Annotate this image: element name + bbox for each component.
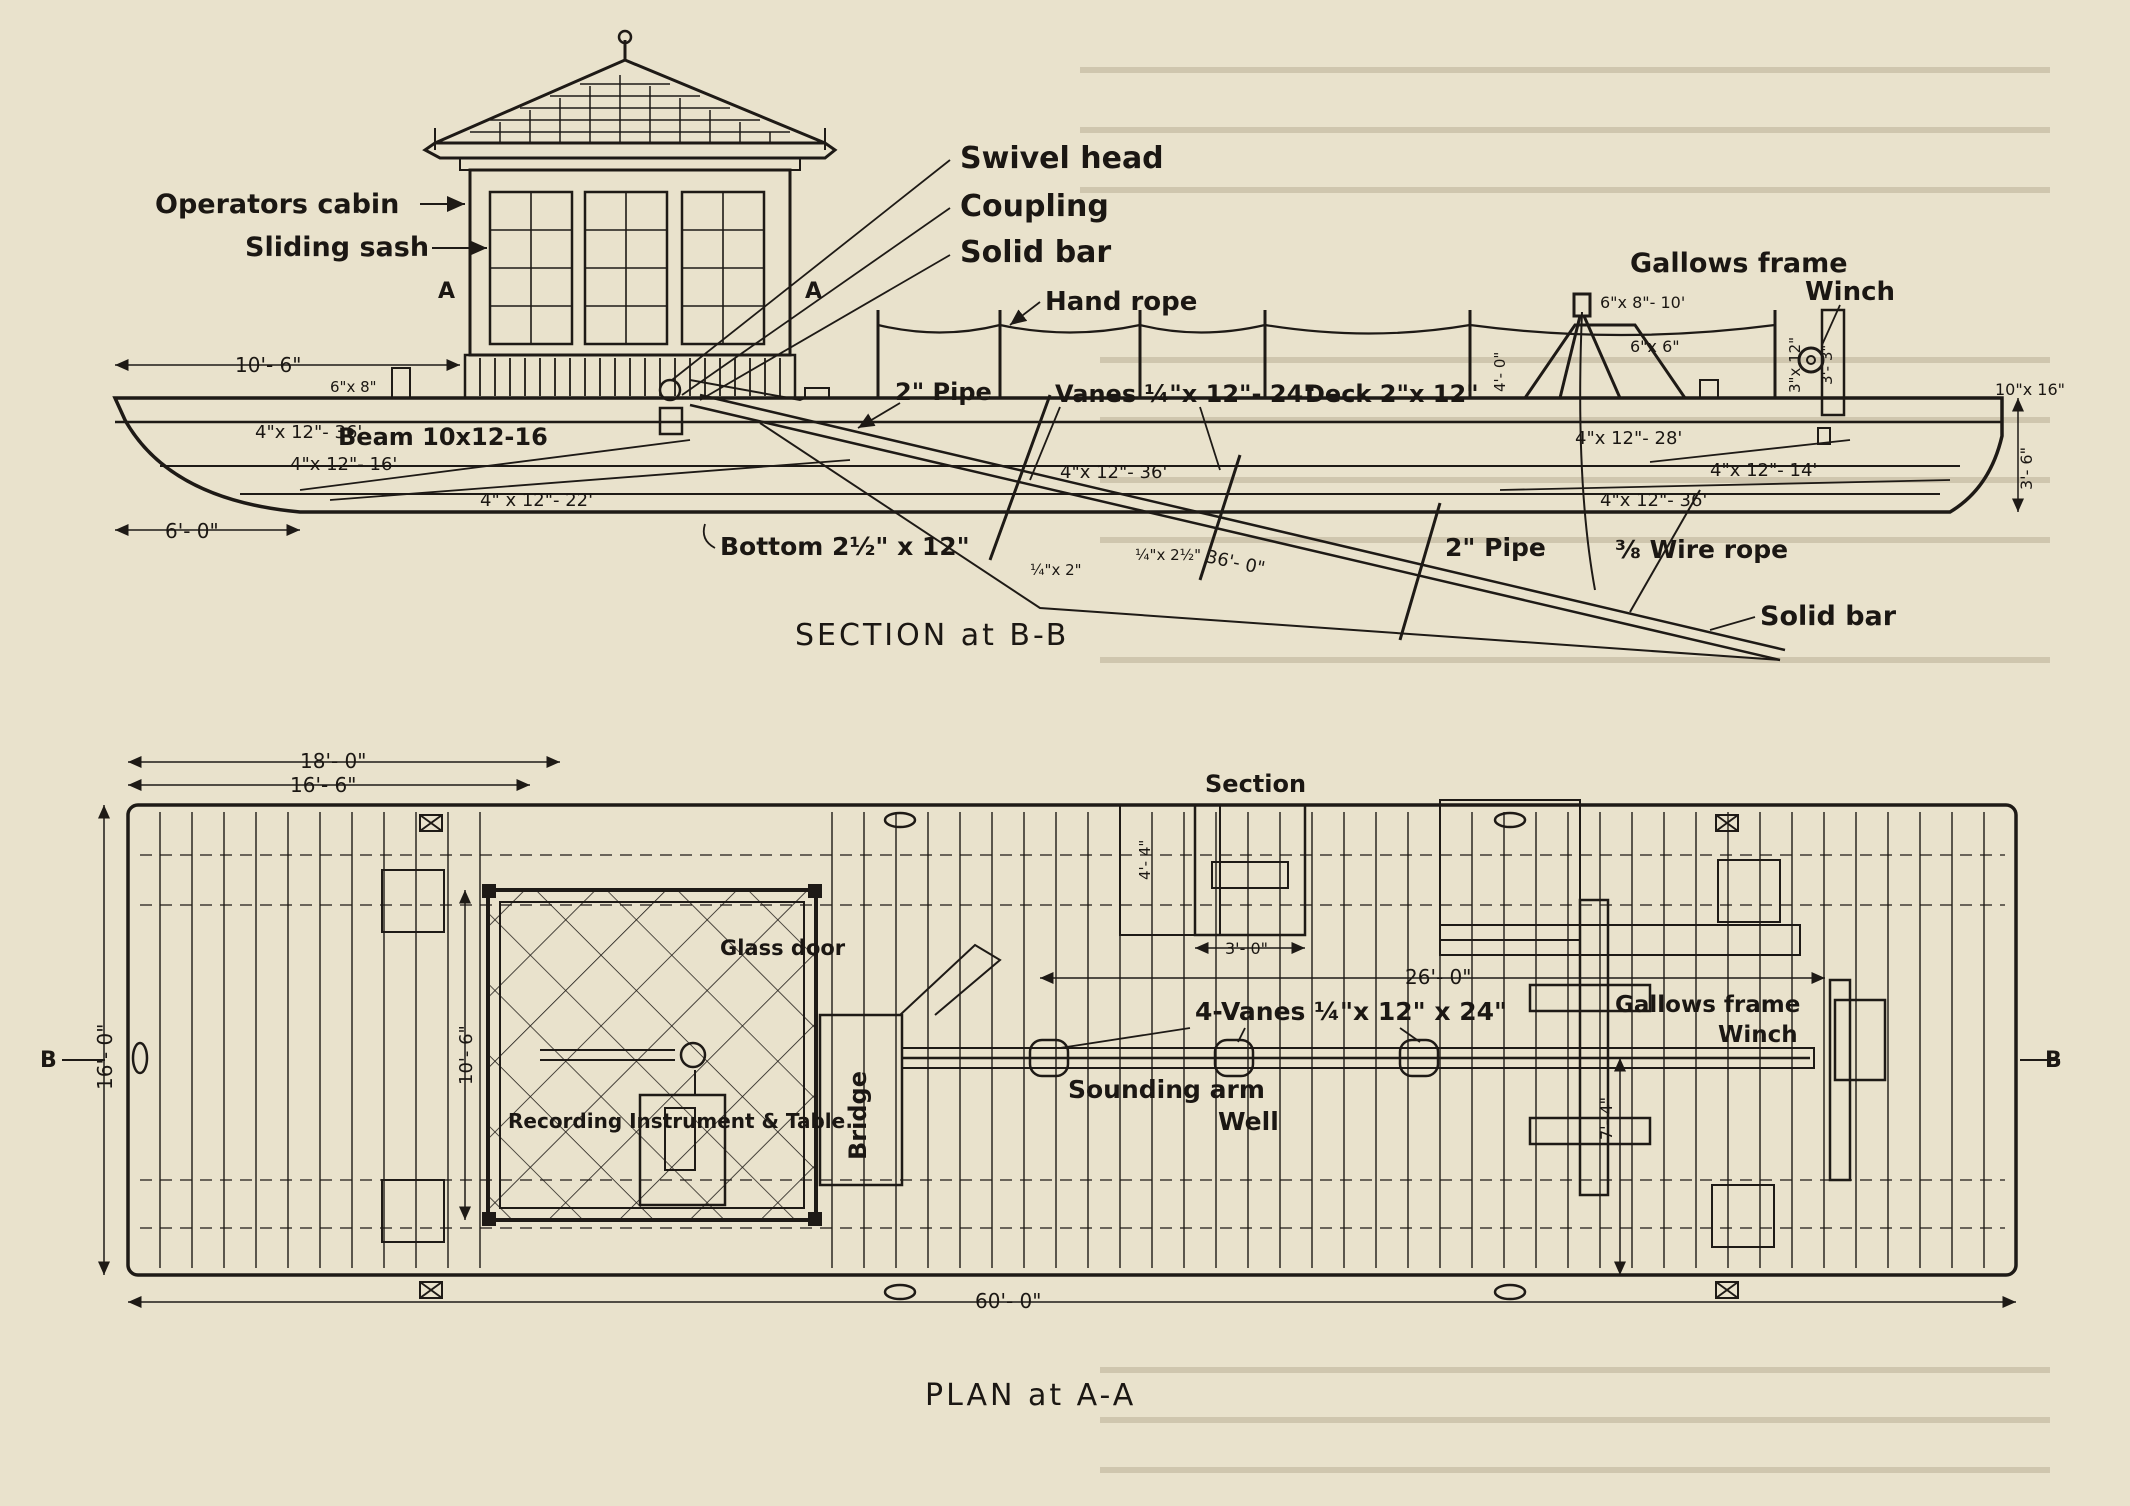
- dim-6-0: 6'- 0": [165, 519, 219, 543]
- label-bridge: Bridge: [844, 1071, 872, 1160]
- dim-18-0: 18'- 0": [300, 749, 366, 773]
- section-title: SECTION at B-B: [795, 618, 1069, 653]
- dim-quarter-2: ¼"x 2": [1030, 561, 1082, 579]
- dim-3x12: 3"x 12": [1786, 337, 1804, 393]
- dim-4-4: 4'- 4": [1136, 840, 1154, 880]
- label-bottom: Bottom 2½" x 12": [720, 532, 970, 561]
- label-vanes: Vanes ¼"x 12"- 24": [1055, 380, 1316, 408]
- label-operators-cabin: Operators cabin: [155, 189, 399, 220]
- label-gallows-frame-section: Gallows frame: [1630, 248, 1848, 279]
- dim-4x12-28: 4"x 12"- 28': [1575, 428, 1682, 449]
- bleed-through-text: [1080, 67, 2050, 1473]
- dim-quarter-2half: ¼"x 2½": [1135, 546, 1201, 564]
- plan-title: PLAN at A-A: [925, 1378, 1136, 1413]
- dim-6x8-10: 6"x 8"- 10': [1600, 293, 1685, 312]
- mark-a-left: A: [438, 279, 455, 304]
- plan-labels: Section Glass door Bridge Recording Inst…: [40, 770, 2062, 1160]
- dim-16-6: 16'- 6": [290, 773, 356, 797]
- label-four-vanes: 4-Vanes ¼"x 12" x 24": [1195, 997, 1507, 1026]
- dim-4x12-36-right: 4"x 12"- 36': [1600, 490, 1707, 511]
- dim-4x12-14: 4"x 12"- 14': [1710, 460, 1817, 481]
- mark-b-left: B: [40, 1048, 57, 1073]
- section-drawing: [112, 29, 2004, 662]
- label-winch-plan: Winch: [1718, 1022, 1798, 1048]
- dim-4x12-36-mid: 4"x 12"- 36': [1060, 462, 1167, 483]
- label-wire-rope: ⅜ Wire rope: [1615, 535, 1788, 564]
- dim-60-0: 60'- 0": [975, 1289, 1041, 1313]
- label-solid-bar-top: Solid bar: [960, 235, 1111, 270]
- label-sounding-arm: Sounding arm: [1068, 1075, 1265, 1104]
- label-coupling: Coupling: [960, 189, 1109, 224]
- label-glass-door: Glass door: [720, 936, 846, 960]
- label-winch-section: Winch: [1805, 277, 1895, 307]
- dim-10x16: 10"x 16": [1995, 380, 2065, 399]
- section-labels: Operators cabin Sliding sash Swivel head…: [155, 141, 1897, 632]
- label-recording: Recording Instrument & Table: [508, 1109, 845, 1133]
- section-dimensions: 10'- 6" 6"x 8" 4"x 12"- 36' 4"x 12"- 16'…: [115, 293, 2065, 579]
- dim-4x12-22: 4" x 12"- 22': [480, 490, 593, 511]
- dim-4-0: 4'- 0": [1491, 352, 1509, 392]
- label-pipe-left: 2" Pipe: [895, 378, 992, 406]
- label-well: Well: [1218, 1107, 1279, 1136]
- label-swivel-head: Swivel head: [960, 141, 1164, 176]
- label-sliding-sash: Sliding sash: [245, 232, 429, 263]
- dim-3-3: 3'- 3": [1818, 345, 1836, 385]
- plan-dimensions: 18'- 0" 16'- 6" 16'- 0" 10'- 6" 4'- 4" 3…: [93, 749, 2016, 1313]
- dim-3-0: 3'- 0": [1225, 939, 1268, 958]
- mark-a-right: A: [805, 279, 822, 304]
- label-section-plan: Section: [1205, 770, 1306, 798]
- dim-10-6-section: 10'- 6": [235, 353, 301, 377]
- label-pipe-right: 2" Pipe: [1445, 533, 1546, 562]
- label-deck: Deck 2"x 12": [1305, 380, 1479, 408]
- dim-16-0: 16'- 0": [93, 1024, 117, 1090]
- dim-4x12-16: 4"x 12"- 16': [290, 454, 397, 475]
- label-hand-rope: Hand rope: [1045, 287, 1197, 317]
- dim-6x8: 6"x 8": [330, 378, 377, 396]
- dim-4x12-36-top: 4"x 12"- 36': [255, 422, 362, 443]
- dim-6x6: 6"x 6": [1630, 337, 1680, 356]
- dim-3-6: 3'- 6": [2017, 447, 2036, 490]
- dim-7-4: 7'- 4": [1597, 1097, 1616, 1140]
- label-gallows-frame-plan: Gallows frame: [1615, 992, 1800, 1018]
- plan-drawing: [126, 799, 2018, 1301]
- dim-10-6-plan: 10'- 6": [456, 1025, 477, 1085]
- dim-26-0: 26'- 0": [1405, 965, 1471, 989]
- label-beam: Beam 10x12-16: [338, 423, 548, 451]
- label-solid-bar-bottom: Solid bar: [1760, 601, 1897, 632]
- dim-36-0: 36'- 0": [1204, 546, 1267, 579]
